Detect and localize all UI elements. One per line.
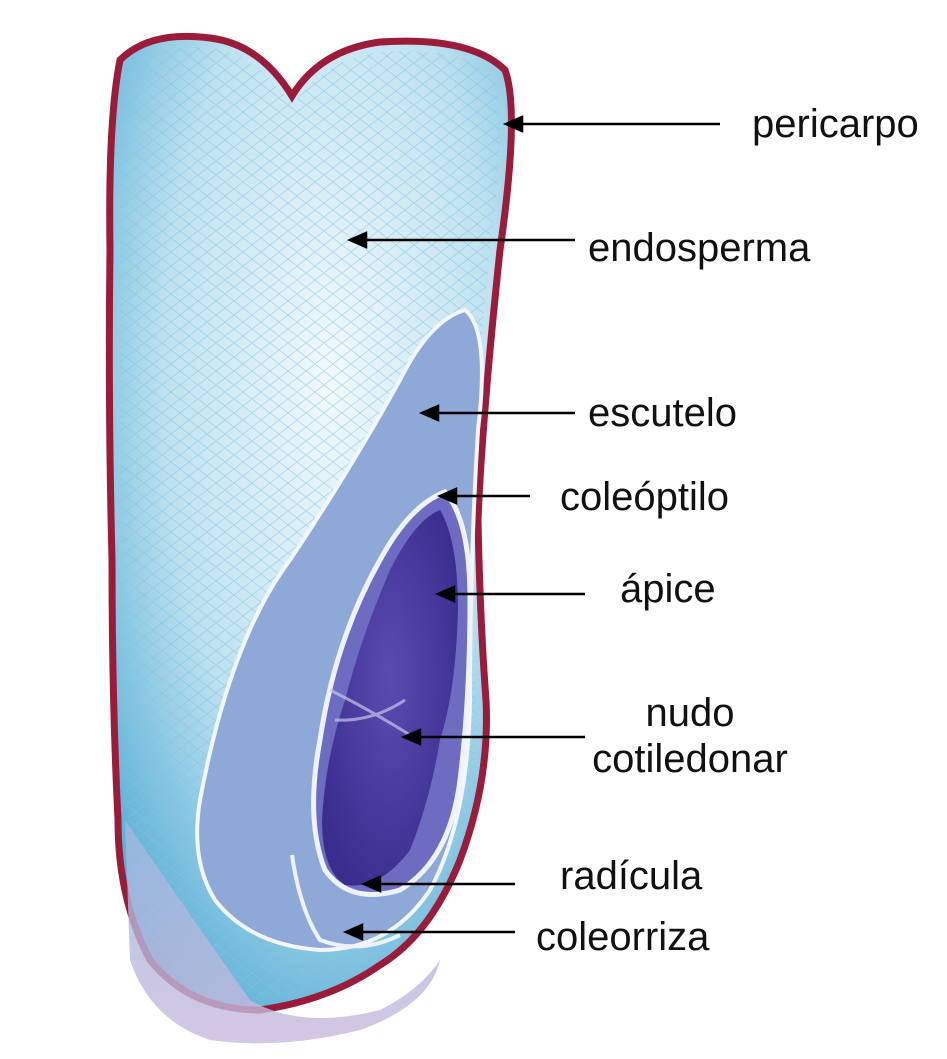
label-pericarpo: pericarpo [752, 101, 919, 147]
label-nudo-line2: cotiledonar [585, 736, 795, 782]
label-coleorriza: coleorriza [536, 914, 709, 960]
label-escutelo: escutelo [588, 390, 737, 436]
label-radicula: radícula [560, 853, 702, 899]
label-nudo-line1: nudo [585, 690, 795, 736]
label-apice: ápice [620, 566, 716, 612]
label-endosperma: endosperma [588, 225, 810, 271]
label-coleoptilo: coleóptilo [560, 474, 729, 520]
label-nudo-cotiledonar: nudo cotiledonar [585, 690, 795, 782]
